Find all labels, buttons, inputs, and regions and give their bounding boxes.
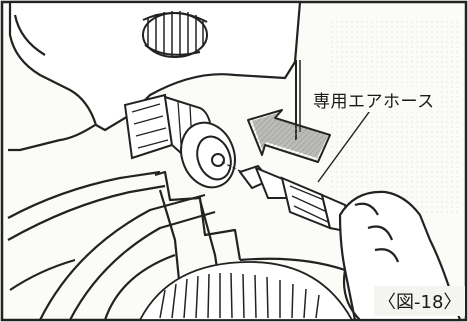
hose-callout-label: 専用エアホース [311, 87, 437, 112]
callout-leader-line [317, 107, 373, 183]
insert-direction-arrow [247, 109, 331, 163]
figure-caption: 〈図-18〉 [374, 286, 466, 316]
coupler-socket [123, 93, 236, 189]
compressor-housing [8, 0, 302, 152]
fan-grille [138, 261, 354, 321]
background-texture [330, 20, 460, 215]
regulator-knob [142, 11, 208, 58]
